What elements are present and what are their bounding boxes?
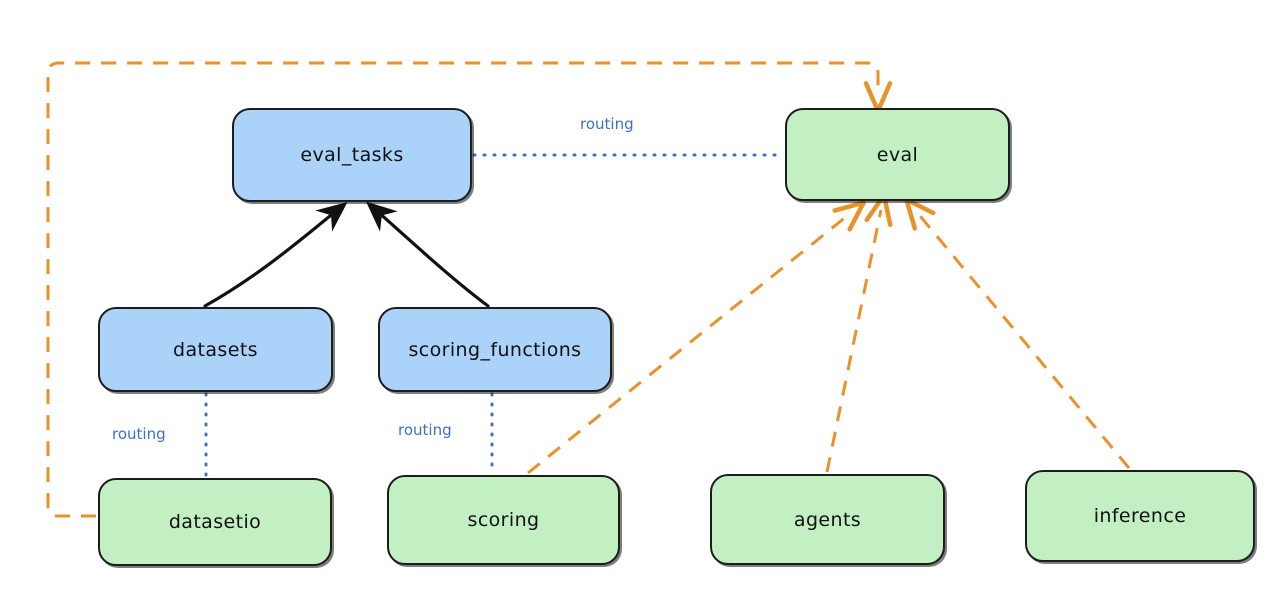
- node-inference[interactable]: inference: [1025, 470, 1255, 562]
- edge-label-routing-scoring-functions: routing: [398, 421, 452, 439]
- edge-agents-to-eval: [825, 193, 893, 473]
- node-label-datasetio: datasetio: [168, 511, 262, 533]
- edge-inference-to-eval: [904, 197, 1131, 469]
- edge-label-routing-datasets: routing: [112, 425, 166, 443]
- node-scoring_functions[interactable]: scoring_functions: [378, 307, 612, 392]
- node-eval[interactable]: eval: [785, 108, 1010, 201]
- node-label-eval: eval: [876, 143, 919, 166]
- node-datasetio[interactable]: datasetio: [98, 478, 332, 566]
- node-label-datasets: datasets: [173, 338, 258, 361]
- edge-datasets-to-eval-tasks: [203, 202, 348, 308]
- node-eval_tasks[interactable]: eval_tasks: [232, 108, 472, 202]
- edge-scoring-to-eval: [527, 200, 866, 475]
- node-label-scoring: scoring: [467, 509, 540, 531]
- node-label-scoring_functions: scoring_functions: [408, 338, 582, 361]
- node-scoring[interactable]: scoring: [387, 475, 620, 565]
- edge-datasetio-to-eval: [46, 61, 893, 518]
- node-agents[interactable]: agents: [710, 474, 945, 565]
- node-datasets[interactable]: datasets: [98, 307, 333, 392]
- node-label-agents: agents: [793, 508, 862, 531]
- edge-label-routing-eval-tasks: routing: [580, 115, 634, 133]
- edge-scoring-functions-to-eval-tasks: [365, 201, 490, 308]
- node-label-inference: inference: [1093, 505, 1187, 527]
- node-label-eval_tasks: eval_tasks: [300, 144, 404, 166]
